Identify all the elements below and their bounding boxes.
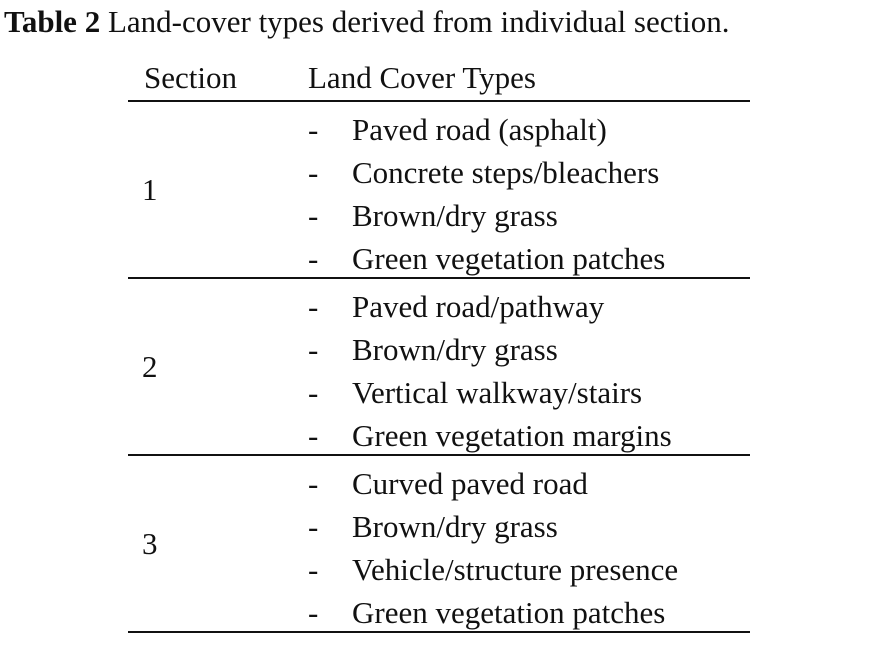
header-land-cover-types: Land Cover Types [308, 60, 536, 95]
section-number: 3 [142, 525, 158, 561]
list-bullet: - [308, 595, 319, 630]
table-row-section-1: 1 -Paved road (asphalt) -Concrete steps/… [128, 102, 750, 279]
table-row-section-2: 2 -Paved road/pathway -Brown/dry grass -… [128, 279, 750, 456]
table-caption: Table 2 Land-cover types derived from in… [4, 2, 880, 42]
land-cover-type: Curved paved road [352, 466, 588, 501]
list-bullet: - [308, 552, 319, 587]
list-bullet: - [308, 198, 319, 233]
land-cover-type: Green vegetation patches [352, 241, 666, 276]
land-cover-type: Green vegetation margins [352, 418, 672, 453]
land-cover-type: Vehicle/structure presence [352, 552, 679, 587]
header-section: Section [144, 60, 237, 95]
list-bullet: - [308, 155, 319, 190]
list-bullet: - [308, 289, 319, 324]
table-caption-text: Land-cover types derived from individual… [100, 4, 730, 39]
list-bullet: - [308, 418, 319, 453]
land-cover-type: Concrete steps/bleachers [352, 155, 660, 190]
land-cover-type: Brown/dry grass [352, 509, 558, 544]
land-cover-type: Paved road/pathway [352, 289, 605, 324]
list-bullet: - [308, 509, 319, 544]
list-bullet: - [308, 112, 319, 147]
section-number: 2 [142, 348, 158, 384]
list-bullet: - [308, 375, 319, 410]
list-bullet: - [308, 332, 319, 367]
land-cover-type: Brown/dry grass [352, 198, 558, 233]
land-cover-table: Section Land Cover Types 1 -Paved road (… [128, 52, 750, 633]
table-caption-label: Table 2 [4, 4, 101, 39]
section-number: 1 [142, 171, 158, 207]
land-cover-type: Brown/dry grass [352, 332, 558, 367]
list-bullet: - [308, 466, 319, 501]
land-cover-type: Paved road (asphalt) [352, 112, 607, 147]
land-cover-type: Vertical walkway/stairs [352, 375, 643, 410]
table-row-section-3: 3 -Curved paved road -Brown/dry grass -V… [128, 456, 750, 633]
table-header-row: Section Land Cover Types [128, 52, 750, 102]
land-cover-type: Green vegetation patches [352, 595, 666, 630]
list-bullet: - [308, 241, 319, 276]
